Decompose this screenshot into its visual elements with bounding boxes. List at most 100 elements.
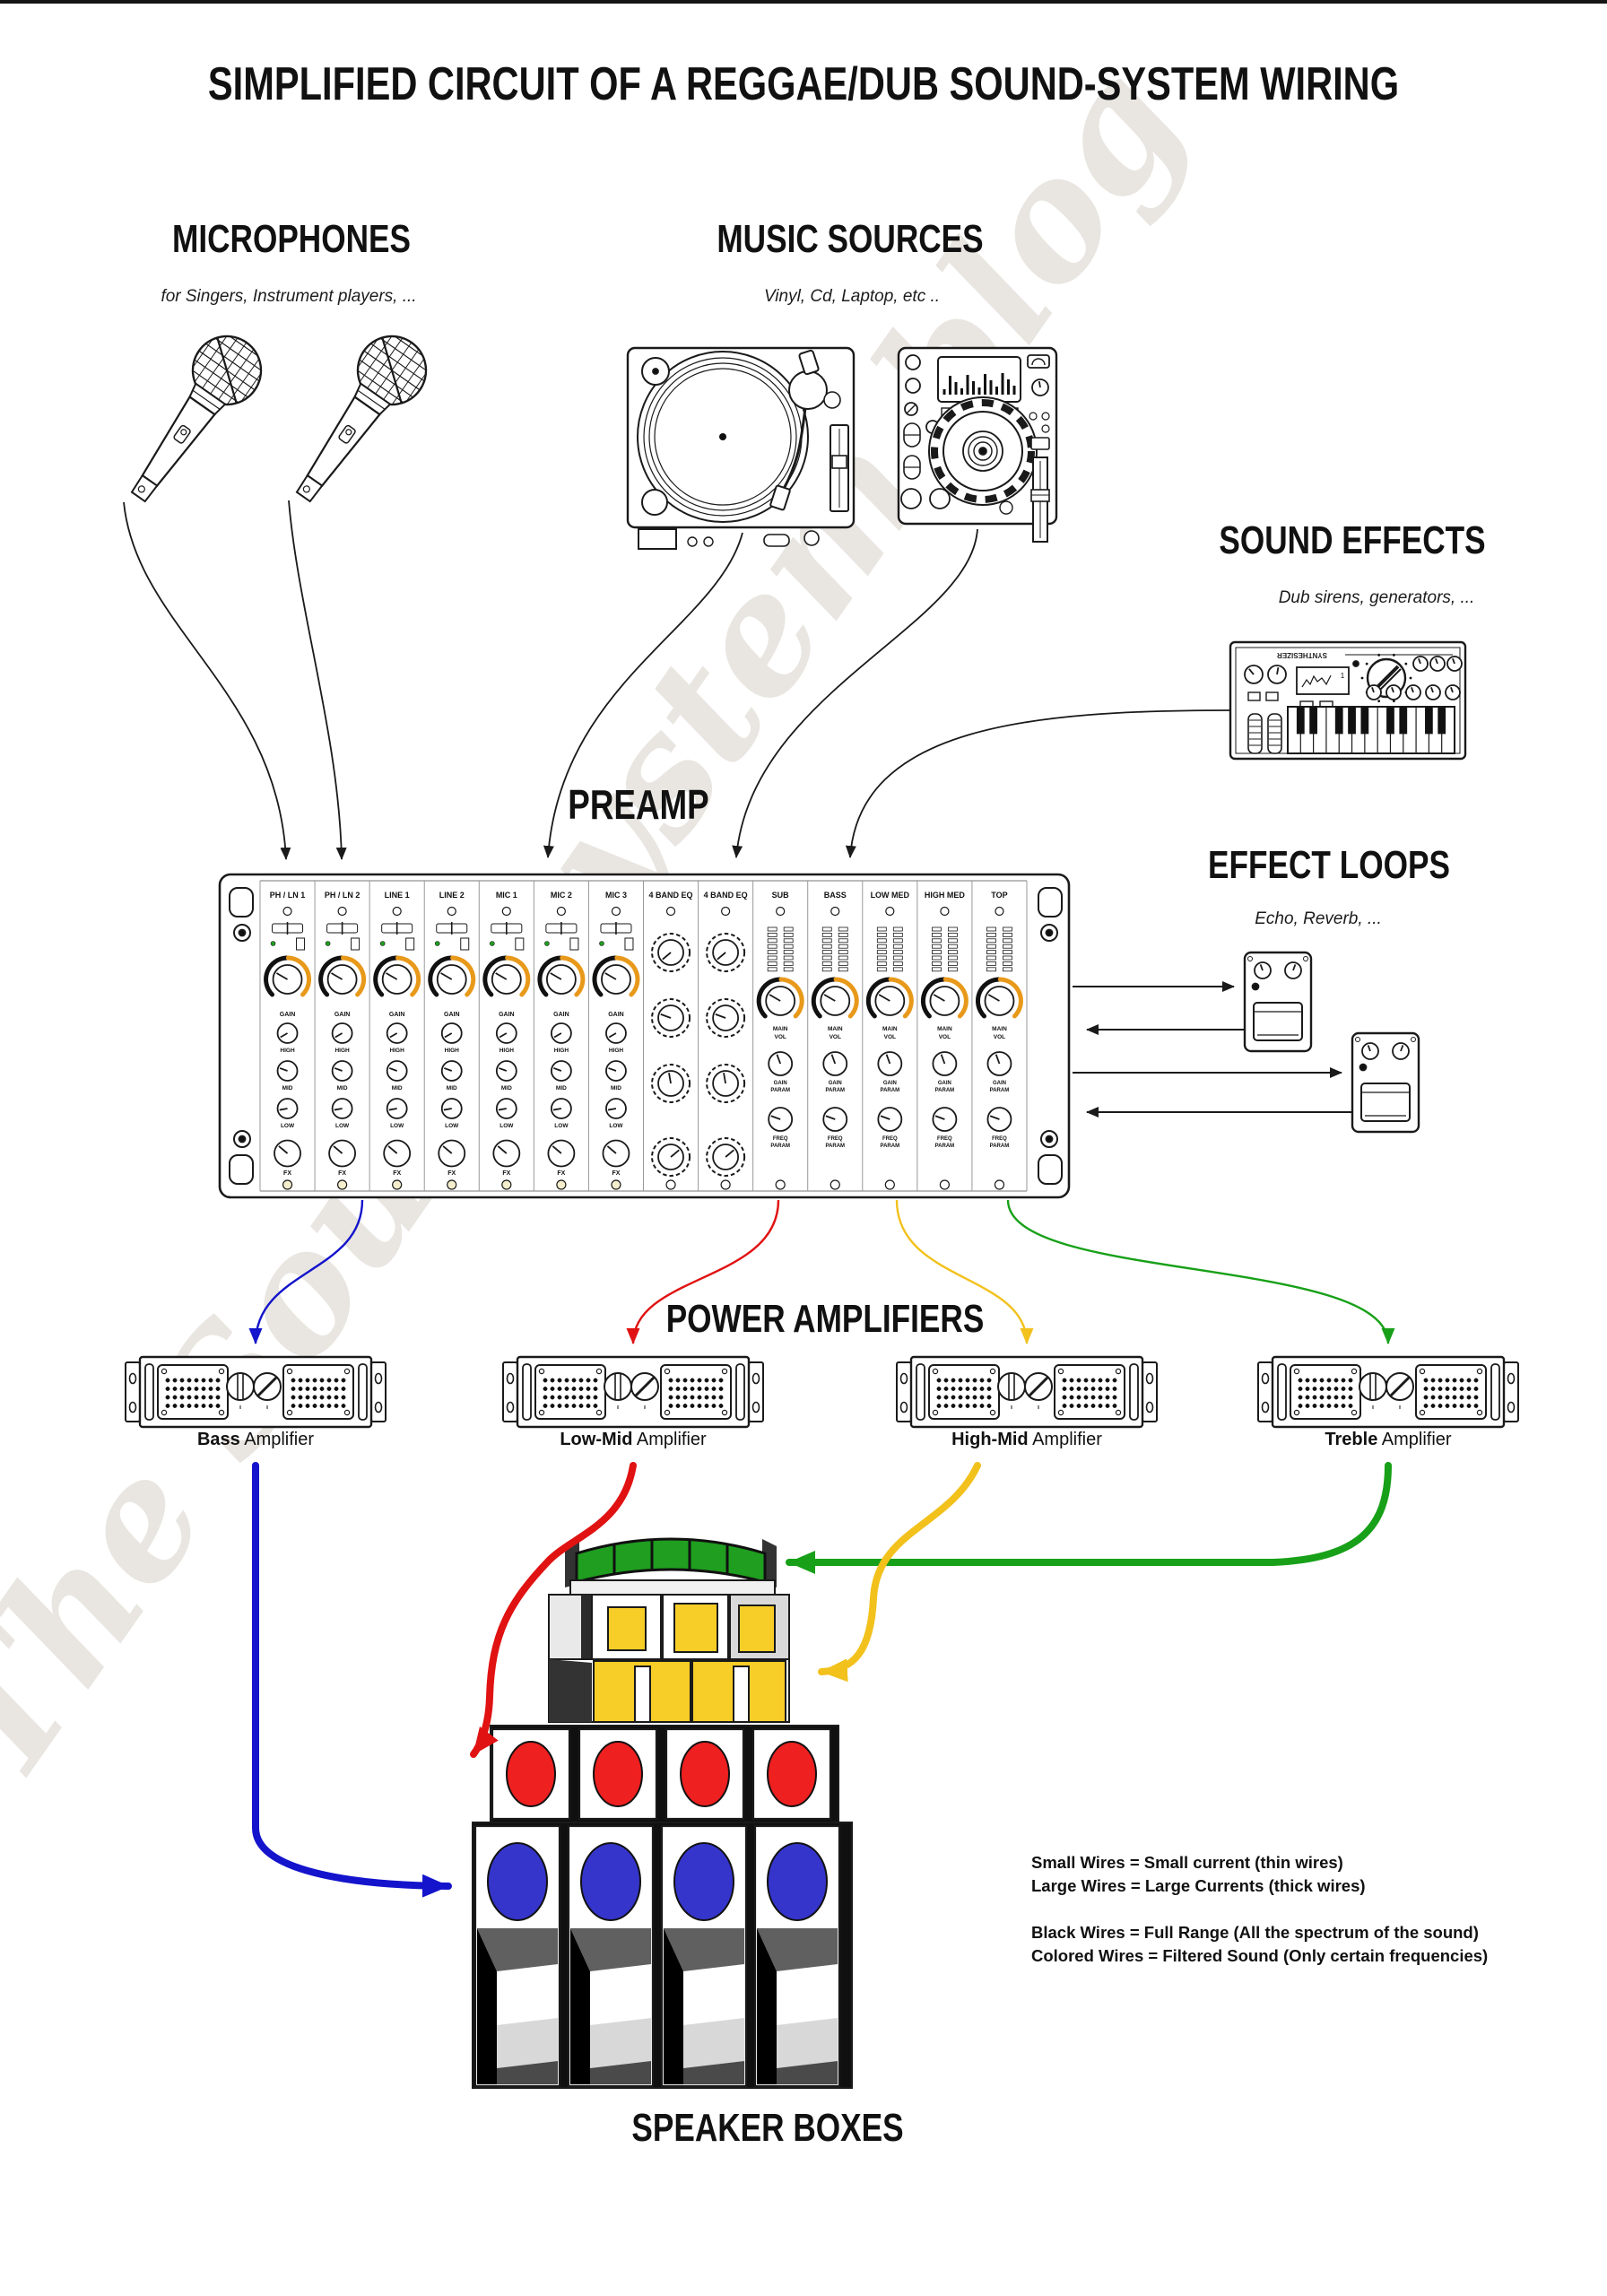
svg-text:LOW: LOW: [335, 1123, 350, 1129]
amp-label-bold: Bass: [196, 1430, 240, 1449]
svg-text:MAIN: MAIN: [773, 1026, 788, 1032]
amp-label-suffix: Amplifier: [632, 1430, 707, 1449]
svg-text:PARAM: PARAM: [881, 1088, 900, 1093]
amplifier-bass: [125, 1355, 387, 1429]
svg-text:LOW: LOW: [281, 1123, 295, 1129]
bass-scoop-cabinet: [567, 1824, 655, 2088]
svg-text:FX: FX: [393, 1170, 401, 1177]
note-line: Large Wires = Large Currents (thick wire…: [1031, 1876, 1366, 1895]
svg-text:GAIN: GAIN: [774, 1081, 787, 1086]
svg-text:MID: MID: [282, 1085, 293, 1091]
channel-label: HIGH MED: [925, 891, 966, 900]
channel-label: MIC 2: [551, 891, 572, 900]
svg-text:PARAM: PARAM: [770, 1088, 790, 1093]
speaker-stack: [472, 1537, 853, 2089]
tweeter-horns: [565, 1537, 777, 1596]
svg-text:VOL: VOL: [774, 1034, 786, 1040]
channel-label: 4 BAND EQ: [649, 891, 693, 900]
amp-label-bass: Bass Amplifier: [197, 1430, 314, 1450]
svg-text:GAIN: GAIN: [608, 1012, 624, 1018]
svg-text:PARAM: PARAM: [990, 1144, 1010, 1149]
note-line: Black Wires = Full Range (All the spectr…: [1031, 1923, 1479, 1942]
svg-text:LOW: LOW: [445, 1123, 459, 1129]
svg-text:LOW: LOW: [390, 1123, 404, 1129]
svg-text:GAIN: GAIN: [993, 1081, 1006, 1086]
preamp-heading: PREAMP: [568, 781, 709, 828]
effect-loops-heading: EFFECT LOOPS: [1208, 843, 1450, 887]
svg-text:VOL: VOL: [830, 1034, 841, 1040]
svg-text:FREQ: FREQ: [882, 1136, 898, 1142]
svg-text:FREQ: FREQ: [937, 1136, 952, 1142]
amp-label-suffix: Amplifier: [1028, 1430, 1102, 1449]
amp-label-high-mid: High-Mid Amplifier: [951, 1430, 1102, 1450]
svg-text:FX: FX: [338, 1170, 346, 1177]
amp-label-bold: Low-Mid: [560, 1430, 633, 1449]
svg-text:MID: MID: [501, 1085, 512, 1091]
svg-text:GAIN: GAIN: [829, 1081, 842, 1086]
preamp-channel-strip: 4 BAND EQ: [698, 881, 748, 1191]
svg-text:HIGH: HIGH: [554, 1048, 569, 1054]
bass-scoop-cabinet: [473, 1824, 561, 2088]
svg-text:LOW: LOW: [554, 1123, 569, 1129]
channel-label: TOP: [991, 891, 1007, 900]
amp-label-bold: High-Mid: [951, 1430, 1029, 1449]
svg-text:GAIN: GAIN: [280, 1012, 296, 1018]
svg-text:VOL: VOL: [884, 1034, 896, 1040]
svg-text:GAIN: GAIN: [938, 1081, 951, 1086]
note-line: [1031, 1898, 1488, 1921]
channel-label: PH / LN 2: [325, 891, 360, 900]
channel-label: BASS: [824, 891, 847, 900]
svg-text:PARAM: PARAM: [825, 1144, 845, 1149]
svg-text:PARAM: PARAM: [770, 1144, 790, 1149]
svg-text:LOW: LOW: [499, 1123, 514, 1129]
svg-text:MID: MID: [447, 1085, 457, 1091]
svg-text:GAIN: GAIN: [883, 1081, 897, 1086]
svg-text:PARAM: PARAM: [935, 1088, 955, 1093]
svg-text:GAIN: GAIN: [553, 1012, 569, 1018]
effect-pedal-2: [1351, 1031, 1420, 1134]
channel-label: LINE 2: [439, 891, 465, 900]
power-amplifiers-heading: POWER AMPLIFIERS: [665, 1297, 985, 1341]
blue-speaker-row: [472, 1822, 853, 2089]
microphone-1: [130, 335, 263, 503]
wires: [123, 500, 1395, 1898]
svg-text:HIGH: HIGH: [445, 1048, 460, 1054]
amp-label-suffix: Amplifier: [239, 1430, 315, 1449]
page-title: SIMPLIFIED CIRCUIT OF A REGGAE/DUB SOUND…: [207, 58, 1400, 110]
amp-label-bold: Treble: [1325, 1430, 1378, 1449]
wire-legend-notes: Small Wires = Small current (thin wires)…: [1031, 1851, 1488, 1968]
svg-text:GAIN: GAIN: [444, 1012, 460, 1018]
svg-text:PARAM: PARAM: [935, 1144, 955, 1149]
svg-text:HIGH: HIGH: [609, 1048, 624, 1054]
microphones-heading: MICROPHONES: [172, 217, 411, 261]
svg-text:LOW: LOW: [609, 1123, 623, 1129]
svg-text:FX: FX: [502, 1170, 510, 1177]
bass-scoop-cabinet: [753, 1824, 841, 2088]
microphone-2: [295, 335, 428, 503]
turntable: [626, 346, 856, 550]
svg-text:FX: FX: [612, 1170, 620, 1177]
svg-text:FREQ: FREQ: [773, 1136, 788, 1142]
low-mid-cabinets: [548, 1658, 790, 1723]
svg-text:HIGH: HIGH: [334, 1048, 350, 1054]
svg-text:MAIN: MAIN: [992, 1026, 1007, 1032]
svg-text:1: 1: [1341, 672, 1345, 680]
svg-text:MID: MID: [392, 1085, 403, 1091]
effect-loops-caption: Echo, Reverb, ...: [1255, 909, 1382, 928]
music-sources-heading: MUSIC SOURCES: [717, 217, 984, 261]
svg-text:FX: FX: [283, 1170, 291, 1177]
channel-label: 4 BAND EQ: [704, 891, 748, 900]
sound-effects-caption: Dub sirens, generators, ...: [1278, 588, 1475, 607]
svg-text:VOL: VOL: [994, 1034, 1005, 1040]
channel-label: LOW MED: [871, 891, 910, 900]
